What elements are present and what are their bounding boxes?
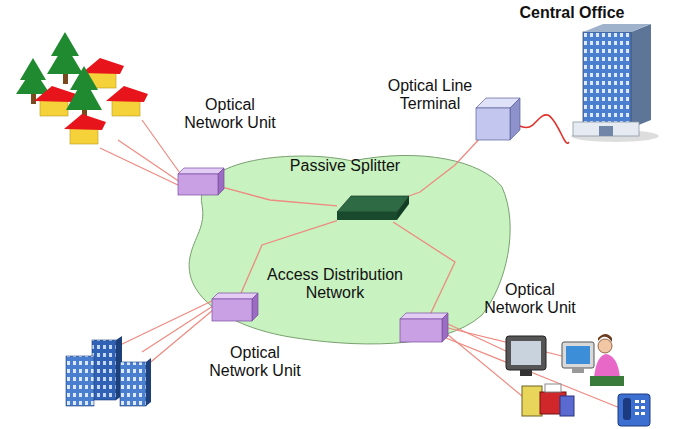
tree-crown <box>66 78 102 110</box>
label-slot: Optical Network Unit <box>178 96 282 132</box>
phone-keys <box>635 400 645 415</box>
node-label: Optical Network Unit <box>178 96 282 132</box>
drop-line <box>146 310 213 366</box>
box-front <box>178 174 218 195</box>
onu-box: Optical Network Unit <box>178 168 224 195</box>
central-office-building: Central Office <box>565 24 657 142</box>
node-label: Optical Line Terminal <box>378 77 482 113</box>
drop-line <box>100 148 180 186</box>
building-door <box>599 126 613 136</box>
computer <box>562 342 594 373</box>
building-front <box>583 32 631 128</box>
onu-box-shape <box>212 293 258 321</box>
tv-screen <box>511 341 541 365</box>
node-label: Central Office <box>500 4 644 22</box>
fax-printer <box>522 384 574 416</box>
office-tower <box>92 340 116 400</box>
box-top <box>400 313 448 319</box>
label-slot: Optical Network Unit <box>478 281 582 317</box>
house-wall <box>112 100 140 116</box>
office-tower <box>66 356 94 406</box>
building-side <box>631 24 651 128</box>
box-top <box>178 168 224 174</box>
box-front <box>212 299 252 321</box>
central-office-building-shape <box>565 24 657 142</box>
person <box>590 334 624 386</box>
house-wall <box>40 100 68 116</box>
house-roof <box>106 86 148 102</box>
passive-splitter-shape <box>337 196 409 222</box>
fiber-feeder-cable <box>520 115 569 143</box>
home-devices <box>506 334 650 426</box>
tree-crown <box>47 44 83 74</box>
monitor-stand <box>572 368 584 373</box>
house-roof <box>34 86 76 102</box>
house <box>106 86 148 116</box>
person-hair <box>598 334 612 342</box>
monitor <box>562 342 594 368</box>
printer-paper <box>545 384 561 392</box>
monitor-screen <box>566 346 590 364</box>
drop-lines <box>100 120 620 408</box>
person-head <box>598 339 612 353</box>
box-side <box>442 313 448 342</box>
tv-stand <box>520 370 532 376</box>
label-slot: Access Distribution Network <box>258 266 412 302</box>
label-slot: Passive Splitter <box>273 157 417 175</box>
passive-splitter: Passive Splitter <box>337 196 409 222</box>
drop-line <box>448 324 508 352</box>
drop-line <box>118 300 214 346</box>
node-label: Access Distribution Network <box>258 266 412 302</box>
label-slot: Optical Line Terminal <box>378 77 482 113</box>
office-tower-side <box>146 358 151 406</box>
olt-box-shape <box>476 98 520 140</box>
house-wall <box>70 128 98 144</box>
onu-box: Optical Network Unit <box>212 293 258 321</box>
drop-line <box>142 120 182 176</box>
region-outline <box>189 155 510 343</box>
box-front <box>476 108 510 140</box>
node-label: Optical Network Unit <box>203 344 307 380</box>
tree <box>47 32 83 84</box>
house <box>64 114 106 144</box>
onu-box-shape <box>178 168 224 195</box>
node-label: Passive Splitter <box>273 157 417 175</box>
tree-crown <box>16 68 50 94</box>
television <box>506 336 546 376</box>
box-side <box>510 98 520 140</box>
house-roof <box>64 114 106 130</box>
label-slot: Central Office <box>500 4 644 22</box>
splitter-front <box>337 212 397 220</box>
building-lobby <box>573 122 639 136</box>
box-front <box>400 319 442 342</box>
house <box>34 86 76 116</box>
fax-body <box>522 386 542 416</box>
tree <box>66 66 102 120</box>
scanner <box>560 396 574 416</box>
office-tower <box>120 362 146 406</box>
tv-body <box>506 336 546 370</box>
desk <box>590 376 624 386</box>
residential-area <box>16 32 148 144</box>
phone-body <box>618 394 650 426</box>
node-label: Optical Network Unit <box>478 281 582 317</box>
building-roof <box>583 24 651 32</box>
phone-handset <box>623 398 631 420</box>
onu-box-shape <box>400 313 448 342</box>
box-top <box>212 293 258 299</box>
telephone <box>618 394 650 426</box>
label-slot: Optical Network Unit <box>203 344 307 380</box>
house-roof <box>82 58 124 74</box>
box-side <box>252 293 258 321</box>
business-buildings <box>66 336 151 406</box>
onu-box: Optical Network Unit <box>400 313 448 342</box>
olt-box: Optical Line Terminal <box>476 98 520 140</box>
person-body <box>594 354 620 378</box>
